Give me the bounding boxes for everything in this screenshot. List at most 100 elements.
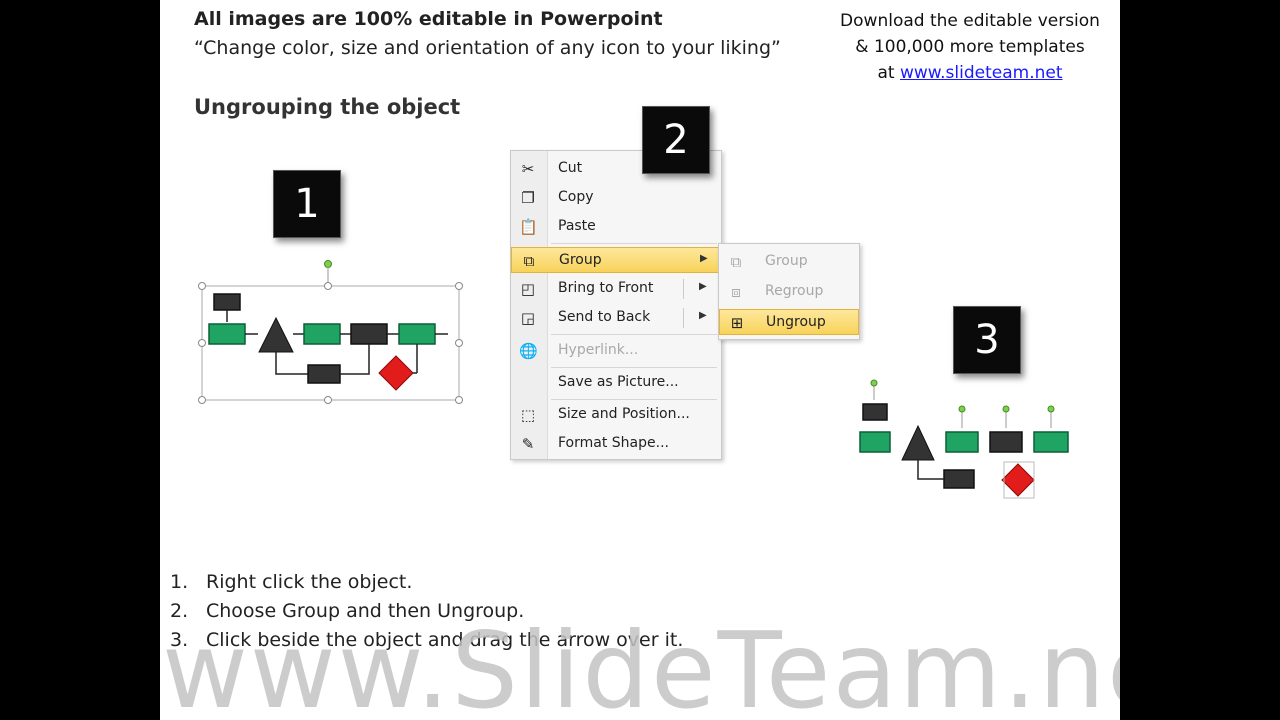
flow-diamond	[378, 355, 414, 391]
resize-handle-br[interactable]	[455, 396, 463, 404]
split-separator	[683, 279, 684, 299]
resize-handle-r[interactable]	[455, 339, 463, 347]
step-box-2: 2	[642, 106, 710, 174]
flow-connector	[340, 344, 370, 375]
download-note: Download the editable version & 100,000 …	[820, 8, 1120, 86]
menu-icon-gutter	[511, 151, 548, 459]
resize-handle-bl[interactable]	[198, 396, 206, 404]
rotation-handle[interactable]	[958, 405, 966, 413]
regroup-icon: ⧈	[731, 283, 741, 301]
flow-box-green[interactable]	[859, 431, 891, 453]
menu-item-paste[interactable]: 📋 Paste	[511, 214, 721, 240]
resize-handle-tr[interactable]	[455, 282, 463, 290]
menu-item-format-shape[interactable]: ✎ Format Shape...	[511, 431, 721, 457]
submenu-item-group[interactable]: ⧉ Group	[719, 249, 859, 275]
scissors-icon: ✂	[521, 160, 535, 178]
resize-handle-l[interactable]	[198, 339, 206, 347]
instruction-text: Click beside the object and drag the arr…	[206, 629, 684, 651]
submenu-item-label: Ungroup	[766, 314, 826, 330]
submenu-arrow-icon: ▶	[699, 310, 707, 321]
watermark: www.SlideTeam.net	[162, 610, 1120, 720]
group-icon: ⧉	[730, 253, 742, 271]
format-shape-icon: ✎	[521, 435, 535, 453]
slide: All images are 100% editable in Powerpoi…	[160, 0, 1120, 720]
menu-item-bring-to-front[interactable]: ◰ Bring to Front ▶	[511, 276, 721, 302]
submenu-item-regroup[interactable]: ⧈ Regroup	[719, 279, 859, 305]
menu-item-save-as-picture[interactable]: Save as Picture...	[511, 370, 721, 396]
menu-item-label: Save as Picture...	[558, 374, 679, 390]
slideteam-link[interactable]: www.slideteam.net	[899, 63, 1063, 83]
menu-item-label: Paste	[558, 218, 596, 234]
menu-item-label: Size and Position...	[558, 406, 690, 422]
flow-box-dark[interactable]	[989, 431, 1023, 453]
download-line-3: at www.slideteam.net	[820, 60, 1120, 86]
flow-box-green[interactable]	[945, 431, 979, 453]
flow-box-dark[interactable]	[943, 469, 975, 489]
rotation-handle[interactable]	[324, 260, 332, 268]
flow-triangle	[258, 316, 294, 353]
instruction-text: Choose Group and then Ungroup.	[206, 600, 525, 622]
selection-frame	[1003, 461, 1035, 499]
size-position-icon: ⬚	[520, 406, 536, 424]
flow-triangle[interactable]	[901, 424, 935, 461]
submenu-item-label: Group	[765, 253, 808, 269]
menu-item-hyperlink[interactable]: 🌐 Hyperlink...	[511, 338, 721, 364]
paste-icon: 📋	[519, 218, 538, 236]
rotation-handle[interactable]	[1002, 405, 1010, 413]
header-subtitle: “Change color, size and orientation of a…	[194, 37, 781, 59]
resize-handle-b[interactable]	[324, 396, 332, 404]
instruction-text: Right click the object.	[206, 571, 413, 593]
instruction-number: 2.	[170, 600, 189, 622]
menu-separator	[551, 399, 717, 400]
step-box-3: 3	[953, 306, 1021, 374]
flow-box-green	[208, 323, 246, 345]
resize-handle-tl[interactable]	[198, 282, 206, 290]
flow-box-dark	[307, 364, 341, 384]
flow-box-green[interactable]	[1033, 431, 1069, 453]
instructions-list: 1.Right click the object. 2. Choose Group…	[170, 568, 683, 655]
menu-item-label: Group	[559, 252, 602, 268]
context-menu: ✂ Cut ❐ Copy 📋 Paste ⧉ Group ▶ ◰ Bring t…	[510, 150, 722, 460]
instruction-item-2: 2. Choose Group and then Ungroup.	[170, 597, 683, 626]
instruction-item-3: 3. Click beside the object and drag the a…	[170, 626, 683, 655]
flow-box-dark[interactable]	[862, 403, 888, 421]
group-icon: ⧉	[523, 252, 535, 270]
grouped-flow-diagram[interactable]	[196, 258, 466, 408]
rotation-handle[interactable]	[1047, 405, 1055, 413]
menu-separator	[551, 243, 717, 244]
flow-box-green	[398, 323, 436, 345]
copy-icon: ❐	[521, 189, 535, 207]
flow-box-dark	[350, 323, 388, 345]
submenu-arrow-icon: ▶	[699, 281, 707, 292]
flow-diamond[interactable]	[1001, 463, 1035, 497]
ungrouped-flow-diagram[interactable]	[856, 376, 1090, 504]
flow-box-green	[303, 323, 341, 345]
section-title: Ungrouping the object	[194, 95, 461, 119]
menu-item-label: Cut	[558, 160, 583, 176]
instruction-number: 3.	[170, 629, 189, 651]
menu-item-group[interactable]: ⧉ Group ▶	[511, 247, 721, 273]
instruction-item-1: 1.Right click the object.	[170, 568, 683, 597]
menu-item-copy[interactable]: ❐ Copy	[511, 185, 721, 211]
menu-item-cut[interactable]: ✂ Cut	[511, 156, 721, 182]
split-separator	[683, 308, 684, 328]
bring-front-icon: ◰	[520, 280, 536, 298]
send-back-icon: ◲	[520, 309, 536, 327]
rotation-handle[interactable]	[870, 379, 878, 387]
resize-handle-t[interactable]	[324, 282, 332, 290]
ungroup-icon: ⊞	[730, 314, 744, 332]
menu-separator	[551, 367, 717, 368]
flow-connector	[275, 352, 308, 375]
menu-item-size-and-position[interactable]: ⬚ Size and Position...	[511, 402, 721, 428]
hyperlink-icon: 🌐	[519, 342, 538, 360]
menu-separator	[551, 334, 717, 335]
menu-item-send-to-back[interactable]: ◲ Send to Back ▶	[511, 305, 721, 331]
group-submenu: ⧉ Group ⧈ Regroup ⊞ Ungroup	[718, 243, 860, 340]
step-box-1: 1	[273, 170, 341, 238]
submenu-item-label: Regroup	[765, 283, 824, 299]
menu-item-label: Send to Back	[558, 309, 651, 325]
menu-item-label: Bring to Front	[558, 280, 654, 296]
menu-item-label: Hyperlink...	[558, 342, 639, 358]
submenu-item-ungroup[interactable]: ⊞ Ungroup	[719, 309, 859, 335]
download-at: at	[877, 63, 900, 83]
